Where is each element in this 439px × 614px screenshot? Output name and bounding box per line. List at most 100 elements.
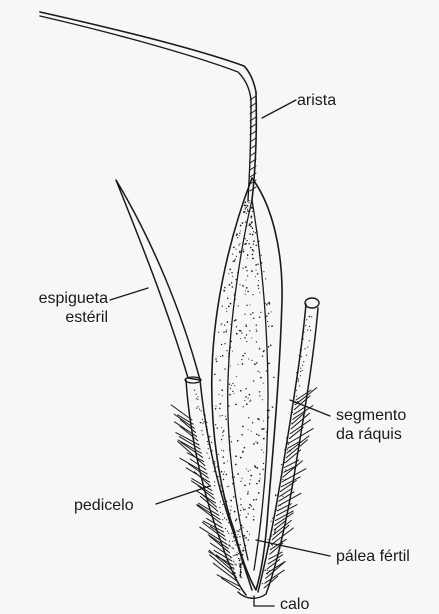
- stipple-dot: [310, 330, 311, 331]
- stipple-dot: [286, 437, 287, 438]
- stipple-dot: [222, 432, 223, 433]
- stipple-dot: [284, 449, 285, 450]
- stipple-dot: [242, 550, 244, 552]
- stipple-dot: [248, 200, 249, 201]
- stipple-dot: [224, 471, 225, 472]
- stipple-dot: [231, 533, 232, 534]
- stipple-dot: [202, 419, 203, 420]
- stipple-dot: [224, 368, 225, 369]
- stipple-dot: [228, 353, 229, 354]
- stipple-dot: [223, 462, 225, 464]
- stipple-dot: [252, 234, 254, 236]
- stipple-dot: [238, 531, 240, 533]
- stipple-dot: [262, 583, 263, 584]
- stipple-dot: [220, 485, 221, 486]
- stipple-dot: [238, 558, 239, 559]
- stipple-dot: [298, 379, 299, 380]
- stipple-dot: [262, 469, 263, 470]
- stipple-dot: [235, 455, 237, 457]
- stipple-dot: [229, 269, 231, 271]
- stipple-dot: [196, 408, 197, 409]
- stipple-dot: [259, 473, 260, 474]
- stipple-dot: [232, 351, 233, 352]
- hair: [180, 458, 207, 474]
- stipple-dot: [292, 412, 293, 413]
- stipple-dot: [240, 504, 241, 505]
- stipple-dot: [253, 499, 255, 501]
- stipple-dot: [265, 278, 266, 279]
- stipple-dot: [300, 368, 301, 369]
- stipple-dot: [230, 523, 231, 524]
- stipple-dot: [226, 474, 228, 476]
- stipple-dot: [275, 529, 276, 530]
- stipple-dot: [242, 285, 244, 287]
- stipple-dot: [247, 513, 248, 514]
- stipple-dot: [219, 380, 220, 381]
- stipple-dot: [229, 284, 231, 286]
- stipple-dot: [245, 201, 247, 203]
- stipple-dot: [227, 509, 228, 510]
- stipple-dot: [256, 499, 258, 501]
- stipple-dot: [201, 410, 202, 411]
- stipple-dot: [284, 462, 285, 463]
- stipple-dot: [258, 435, 260, 437]
- stipple-dot: [232, 254, 233, 255]
- stipple-dot: [309, 340, 310, 341]
- stipple-dot: [252, 227, 254, 229]
- stipple-dot: [235, 575, 236, 576]
- stipple-dot: [306, 319, 307, 320]
- stipple-dot: [235, 532, 236, 533]
- stipple-dot: [240, 390, 242, 392]
- stipple-dot: [276, 509, 277, 510]
- stipple-dot: [251, 270, 253, 272]
- hair: [210, 555, 237, 578]
- stipple-dot: [253, 318, 254, 319]
- stipple-dot: [245, 207, 247, 209]
- stipple-dot: [287, 449, 288, 450]
- stipple-dot: [263, 438, 265, 440]
- stipple-dot: [243, 547, 244, 548]
- stipple-dot: [269, 570, 270, 571]
- stipple-dot: [250, 469, 251, 470]
- stipple-dot: [253, 519, 255, 521]
- stipple-dot: [197, 399, 198, 400]
- stipple-dot: [302, 365, 303, 366]
- stipple-dot: [236, 233, 238, 235]
- stipple-dot: [233, 548, 234, 549]
- hair: [281, 477, 300, 487]
- stipple-dot: [222, 519, 223, 520]
- stipple-dot: [275, 494, 276, 495]
- stipple-dot: [303, 361, 304, 362]
- stipple-dot: [240, 457, 242, 459]
- stipple-dot: [223, 479, 225, 481]
- stipple-dot: [300, 371, 301, 372]
- stipple-dot: [282, 496, 283, 497]
- stipple-dot: [239, 566, 240, 567]
- stipple-dot: [267, 417, 268, 418]
- stipple-dot: [254, 363, 256, 365]
- stipple-dot: [275, 533, 276, 534]
- stipple-dot: [233, 561, 234, 562]
- stipple-dot: [218, 332, 219, 333]
- stipple-dot: [256, 483, 258, 485]
- stipple-dot: [233, 246, 235, 248]
- stipple-dot: [238, 364, 239, 365]
- stipple-dot: [245, 325, 247, 327]
- stipple-dot: [307, 329, 308, 330]
- stipple-dot: [222, 395, 223, 396]
- stipple-dot: [242, 478, 243, 479]
- stipple-dot: [232, 261, 233, 262]
- stipple-dot: [271, 325, 273, 327]
- stipple-dot: [299, 385, 300, 386]
- stipple-dot: [232, 391, 233, 392]
- stipple-dot: [306, 355, 307, 356]
- stipple-dot: [246, 469, 247, 470]
- stipple-dot: [273, 538, 274, 539]
- stipple-dot: [261, 428, 263, 430]
- stipple-dot: [248, 429, 249, 430]
- stipple-dot: [273, 522, 274, 523]
- stipple-dot: [268, 313, 269, 314]
- stipple-dot: [251, 431, 252, 432]
- stipple-dot: [241, 555, 243, 557]
- stipple-dot: [245, 388, 246, 389]
